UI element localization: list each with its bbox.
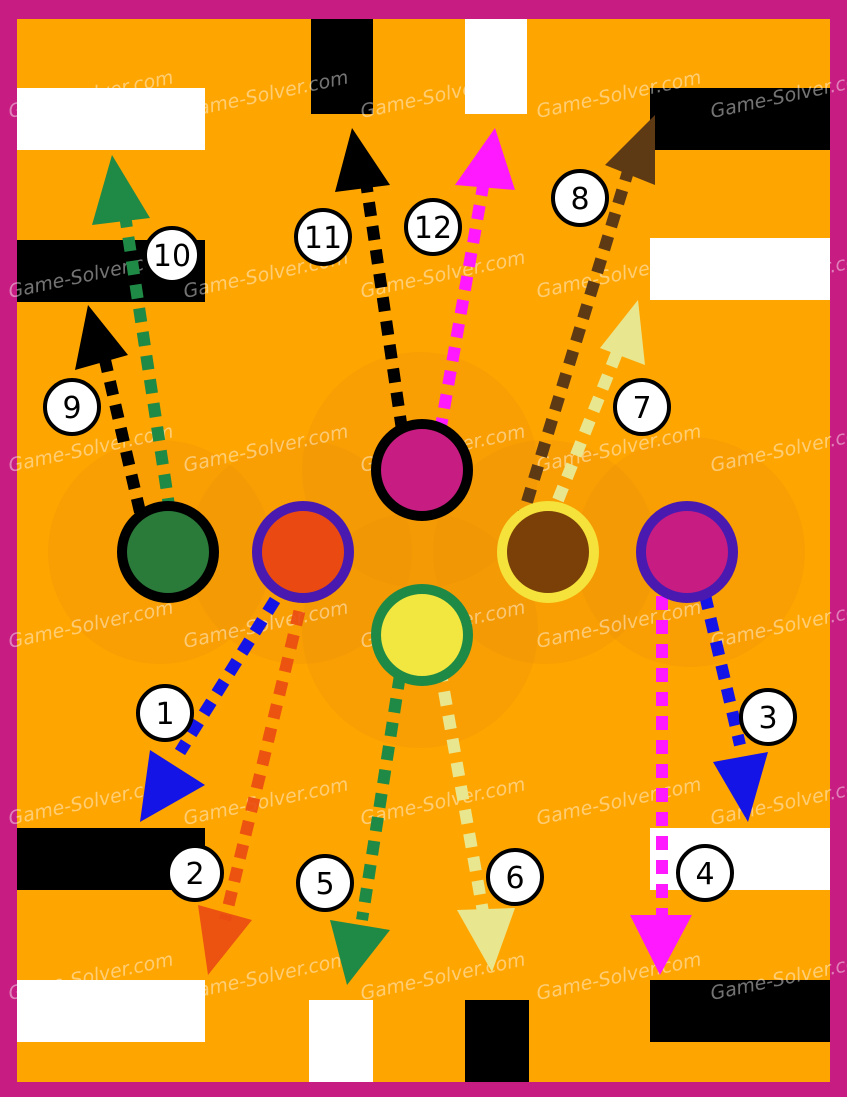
path-9 xyxy=(99,358,146,514)
badge-number: 2 xyxy=(185,857,204,892)
arrow-head-1 xyxy=(140,750,205,822)
move-badge-5: 5 xyxy=(296,854,354,912)
arrow-head-6 xyxy=(457,908,515,972)
badge-number: 1 xyxy=(155,697,174,732)
path-2 xyxy=(219,586,311,922)
arrow-head-5 xyxy=(330,920,390,985)
arrow-head-3 xyxy=(713,752,768,822)
target-black-top[interactable] xyxy=(311,19,373,114)
arrow-head-7 xyxy=(600,300,645,365)
target-white-right-mid[interactable] xyxy=(650,238,830,300)
badge-number: 9 xyxy=(62,391,81,426)
badge-number: 10 xyxy=(153,239,191,274)
path-12 xyxy=(434,173,491,434)
badge-circle xyxy=(296,854,354,912)
arrow-heads xyxy=(75,115,768,985)
ball-orange-red[interactable] xyxy=(252,501,354,603)
badge-circle xyxy=(404,198,462,256)
move-badge-7: 7 xyxy=(613,378,671,436)
badge-number: 7 xyxy=(632,391,651,426)
badge-circle xyxy=(551,169,609,227)
path-1 xyxy=(174,596,281,756)
move-badge-9: 9 xyxy=(43,378,101,436)
move-badge-11: 11 xyxy=(294,208,352,266)
arrow-head-9 xyxy=(75,305,128,370)
target-white-top-left[interactable] xyxy=(17,88,205,150)
ball-yellow[interactable] xyxy=(371,584,473,686)
path-11 xyxy=(359,174,408,431)
move-paths xyxy=(99,163,746,922)
move-badge-6: 6 xyxy=(486,848,544,906)
arrow-head-2 xyxy=(198,905,252,975)
badge-number: 8 xyxy=(570,182,589,217)
badge-number: 11 xyxy=(304,221,342,256)
path-7 xyxy=(552,342,626,503)
badge-circle xyxy=(486,848,544,906)
move-badge-8: 8 xyxy=(551,169,609,227)
move-badge-3: 3 xyxy=(739,688,797,746)
arrow-head-12 xyxy=(455,128,515,190)
badge-number: 4 xyxy=(695,857,714,892)
badge-number: 3 xyxy=(758,701,777,736)
target-black-bottom[interactable] xyxy=(465,1000,529,1082)
arrow-head-4 xyxy=(630,915,692,975)
balls xyxy=(117,419,738,686)
path-3 xyxy=(699,593,746,747)
target-black-top-right[interactable] xyxy=(650,88,830,150)
path-10 xyxy=(119,214,176,513)
badge-number: 5 xyxy=(315,867,334,902)
move-badge-10: 10 xyxy=(143,226,201,284)
target-blocks xyxy=(17,19,830,1082)
ball-brown[interactable] xyxy=(497,501,599,603)
path-5 xyxy=(356,674,406,921)
target-white-bottom-left[interactable] xyxy=(17,980,205,1042)
ball-magenta-right[interactable] xyxy=(636,501,738,603)
move-badge-12: 12 xyxy=(404,198,462,256)
move-badge-2: 2 xyxy=(166,844,224,902)
ball-green[interactable] xyxy=(117,501,219,603)
target-black-bottom-right[interactable] xyxy=(650,980,830,1042)
badge-number: 12 xyxy=(414,211,452,246)
badge-circle xyxy=(613,378,671,436)
target-white-top[interactable] xyxy=(465,19,527,114)
arrow-head-10 xyxy=(92,155,150,225)
arrow-head-11 xyxy=(335,128,390,192)
ball-magenta-center[interactable] xyxy=(371,419,473,521)
badge-circle xyxy=(166,844,224,902)
target-white-right-low[interactable] xyxy=(650,828,830,890)
badge-circle xyxy=(739,688,797,746)
badge-circle xyxy=(676,844,734,902)
arrow-head-8 xyxy=(605,115,655,185)
path-6 xyxy=(434,666,489,914)
move-badge-4: 4 xyxy=(676,844,734,902)
badge-circle xyxy=(136,684,194,742)
badge-circle xyxy=(143,226,201,284)
target-white-bottom[interactable] xyxy=(309,1000,373,1082)
badge-circle xyxy=(294,208,352,266)
badge-number: 6 xyxy=(505,861,524,896)
move-badge-1: 1 xyxy=(136,684,194,742)
path-8 xyxy=(514,163,636,527)
badge-circle xyxy=(43,378,101,436)
